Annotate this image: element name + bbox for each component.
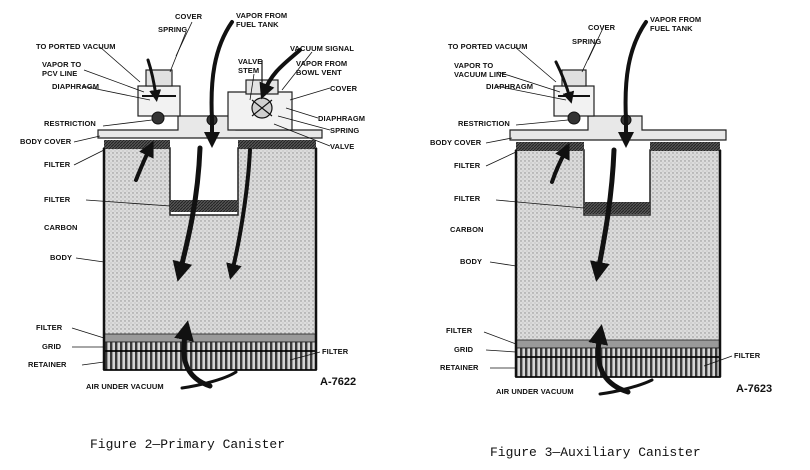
label-vapor-from-fuel-tank-line1: VAPOR FROM	[236, 11, 287, 20]
label-restriction: RESTRICTION	[458, 119, 510, 128]
label-cover-right: COVER	[330, 84, 358, 93]
auxiliary-canister-figure: COVER VAPOR FROM FUEL TANK SPRING TO POR…	[430, 15, 772, 460]
label-spring-right: SPRING	[330, 126, 359, 135]
label-vapor-from-bowl-line1: VAPOR FROM	[296, 59, 347, 68]
figure-caption: Figure 2—Primary Canister	[90, 437, 285, 452]
label-filter-bottom: FILTER	[36, 323, 63, 332]
label-valve-stem-line1: VALVE	[238, 57, 262, 66]
auxiliary-canister-body	[509, 115, 727, 378]
label-diaphragm: DIAPHRAGM	[486, 82, 533, 91]
label-diaphragm: DIAPHRAGM	[52, 82, 99, 91]
primary-flow-arrows	[134, 20, 302, 390]
label-vacuum-signal: VACUUM SIGNAL	[290, 44, 354, 53]
label-vapor-to-line1: VAPOR TO	[454, 61, 493, 70]
top-filter-left	[104, 140, 170, 149]
bottom-filter	[103, 333, 317, 343]
label-filter-top: FILTER	[454, 161, 481, 170]
label-vapor-from-bowl-line2: BOWL VENT	[296, 68, 342, 77]
label-carbon: CARBON	[450, 225, 484, 234]
label-filter-bottom: FILTER	[446, 326, 473, 335]
label-filter-right: FILTER	[322, 347, 349, 356]
auxiliary-flow-arrows	[550, 20, 654, 396]
center-filter	[584, 202, 650, 214]
auxiliary-purge-valve	[553, 69, 595, 125]
label-vapor-from-fuel-tank-line2: FUEL TANK	[650, 24, 693, 33]
label-spring: SPRING	[158, 25, 187, 34]
retainer	[103, 350, 317, 371]
label-grid: GRID	[454, 345, 474, 354]
label-to-ported-vacuum: TO PORTED VACUUM	[36, 42, 116, 51]
label-carbon: CARBON	[44, 223, 78, 232]
primary-labels: COVER VAPOR FROM FUEL TANK SPRING TO POR…	[20, 11, 365, 391]
label-cover: COVER	[175, 12, 203, 21]
label-filter-top: FILTER	[44, 160, 71, 169]
label-valve: VALVE	[330, 142, 354, 151]
label-vapor-to-line1: VAPOR TO	[42, 60, 81, 69]
grid	[103, 341, 317, 352]
label-restriction: RESTRICTION	[44, 119, 96, 128]
retainer	[515, 356, 721, 378]
label-air-under-vacuum: AIR UNDER VACUUM	[86, 382, 164, 391]
primary-canister-body	[97, 115, 323, 371]
figure-code: A-7623	[736, 383, 772, 395]
label-filter-right: FILTER	[734, 351, 761, 360]
top-filter-right	[238, 140, 316, 149]
figure-caption: Figure 3—Auxiliary Canister	[490, 445, 701, 460]
label-vapor-to-line2: VACUUM LINE	[454, 70, 507, 79]
label-body: BODY	[460, 257, 482, 266]
label-spring: SPRING	[572, 37, 601, 46]
label-to-ported-vacuum: TO PORTED VACUUM	[448, 42, 528, 51]
bottom-filter	[515, 339, 721, 349]
primary-leader-lines	[71, 21, 331, 366]
primary-purge-valve	[137, 69, 181, 125]
center-filter	[170, 200, 238, 212]
label-body: BODY	[50, 253, 72, 262]
auxiliary-labels: COVER VAPOR FROM FUEL TANK SPRING TO POR…	[430, 15, 772, 396]
label-body-cover: BODY COVER	[20, 137, 72, 146]
top-filter-left	[516, 142, 584, 151]
auxiliary-leader-lines	[483, 25, 733, 369]
label-vapor-from-fuel-tank-line2: FUEL TANK	[236, 20, 279, 29]
figure-code: A-7622	[320, 376, 356, 388]
label-air-under-vacuum: AIR UNDER VACUUM	[496, 387, 574, 396]
grid	[515, 347, 721, 358]
label-retainer: RETAINER	[440, 363, 479, 372]
label-vapor-from-fuel-tank-line1: VAPOR FROM	[650, 15, 701, 24]
label-filter-mid: FILTER	[44, 195, 71, 204]
primary-canister-figure: COVER VAPOR FROM FUEL TANK SPRING TO POR…	[20, 11, 365, 452]
label-retainer: RETAINER	[28, 360, 67, 369]
label-diaphragm-right: DIAPHRAGM	[318, 114, 365, 123]
label-cover: COVER	[588, 23, 616, 32]
top-filter-right	[650, 142, 720, 151]
label-filter-mid: FILTER	[454, 194, 481, 203]
label-grid: GRID	[42, 342, 62, 351]
label-valve-stem-line2: STEM	[238, 66, 259, 75]
label-vapor-to-line2: PCV LINE	[42, 69, 77, 78]
label-body-cover: BODY COVER	[430, 138, 482, 147]
